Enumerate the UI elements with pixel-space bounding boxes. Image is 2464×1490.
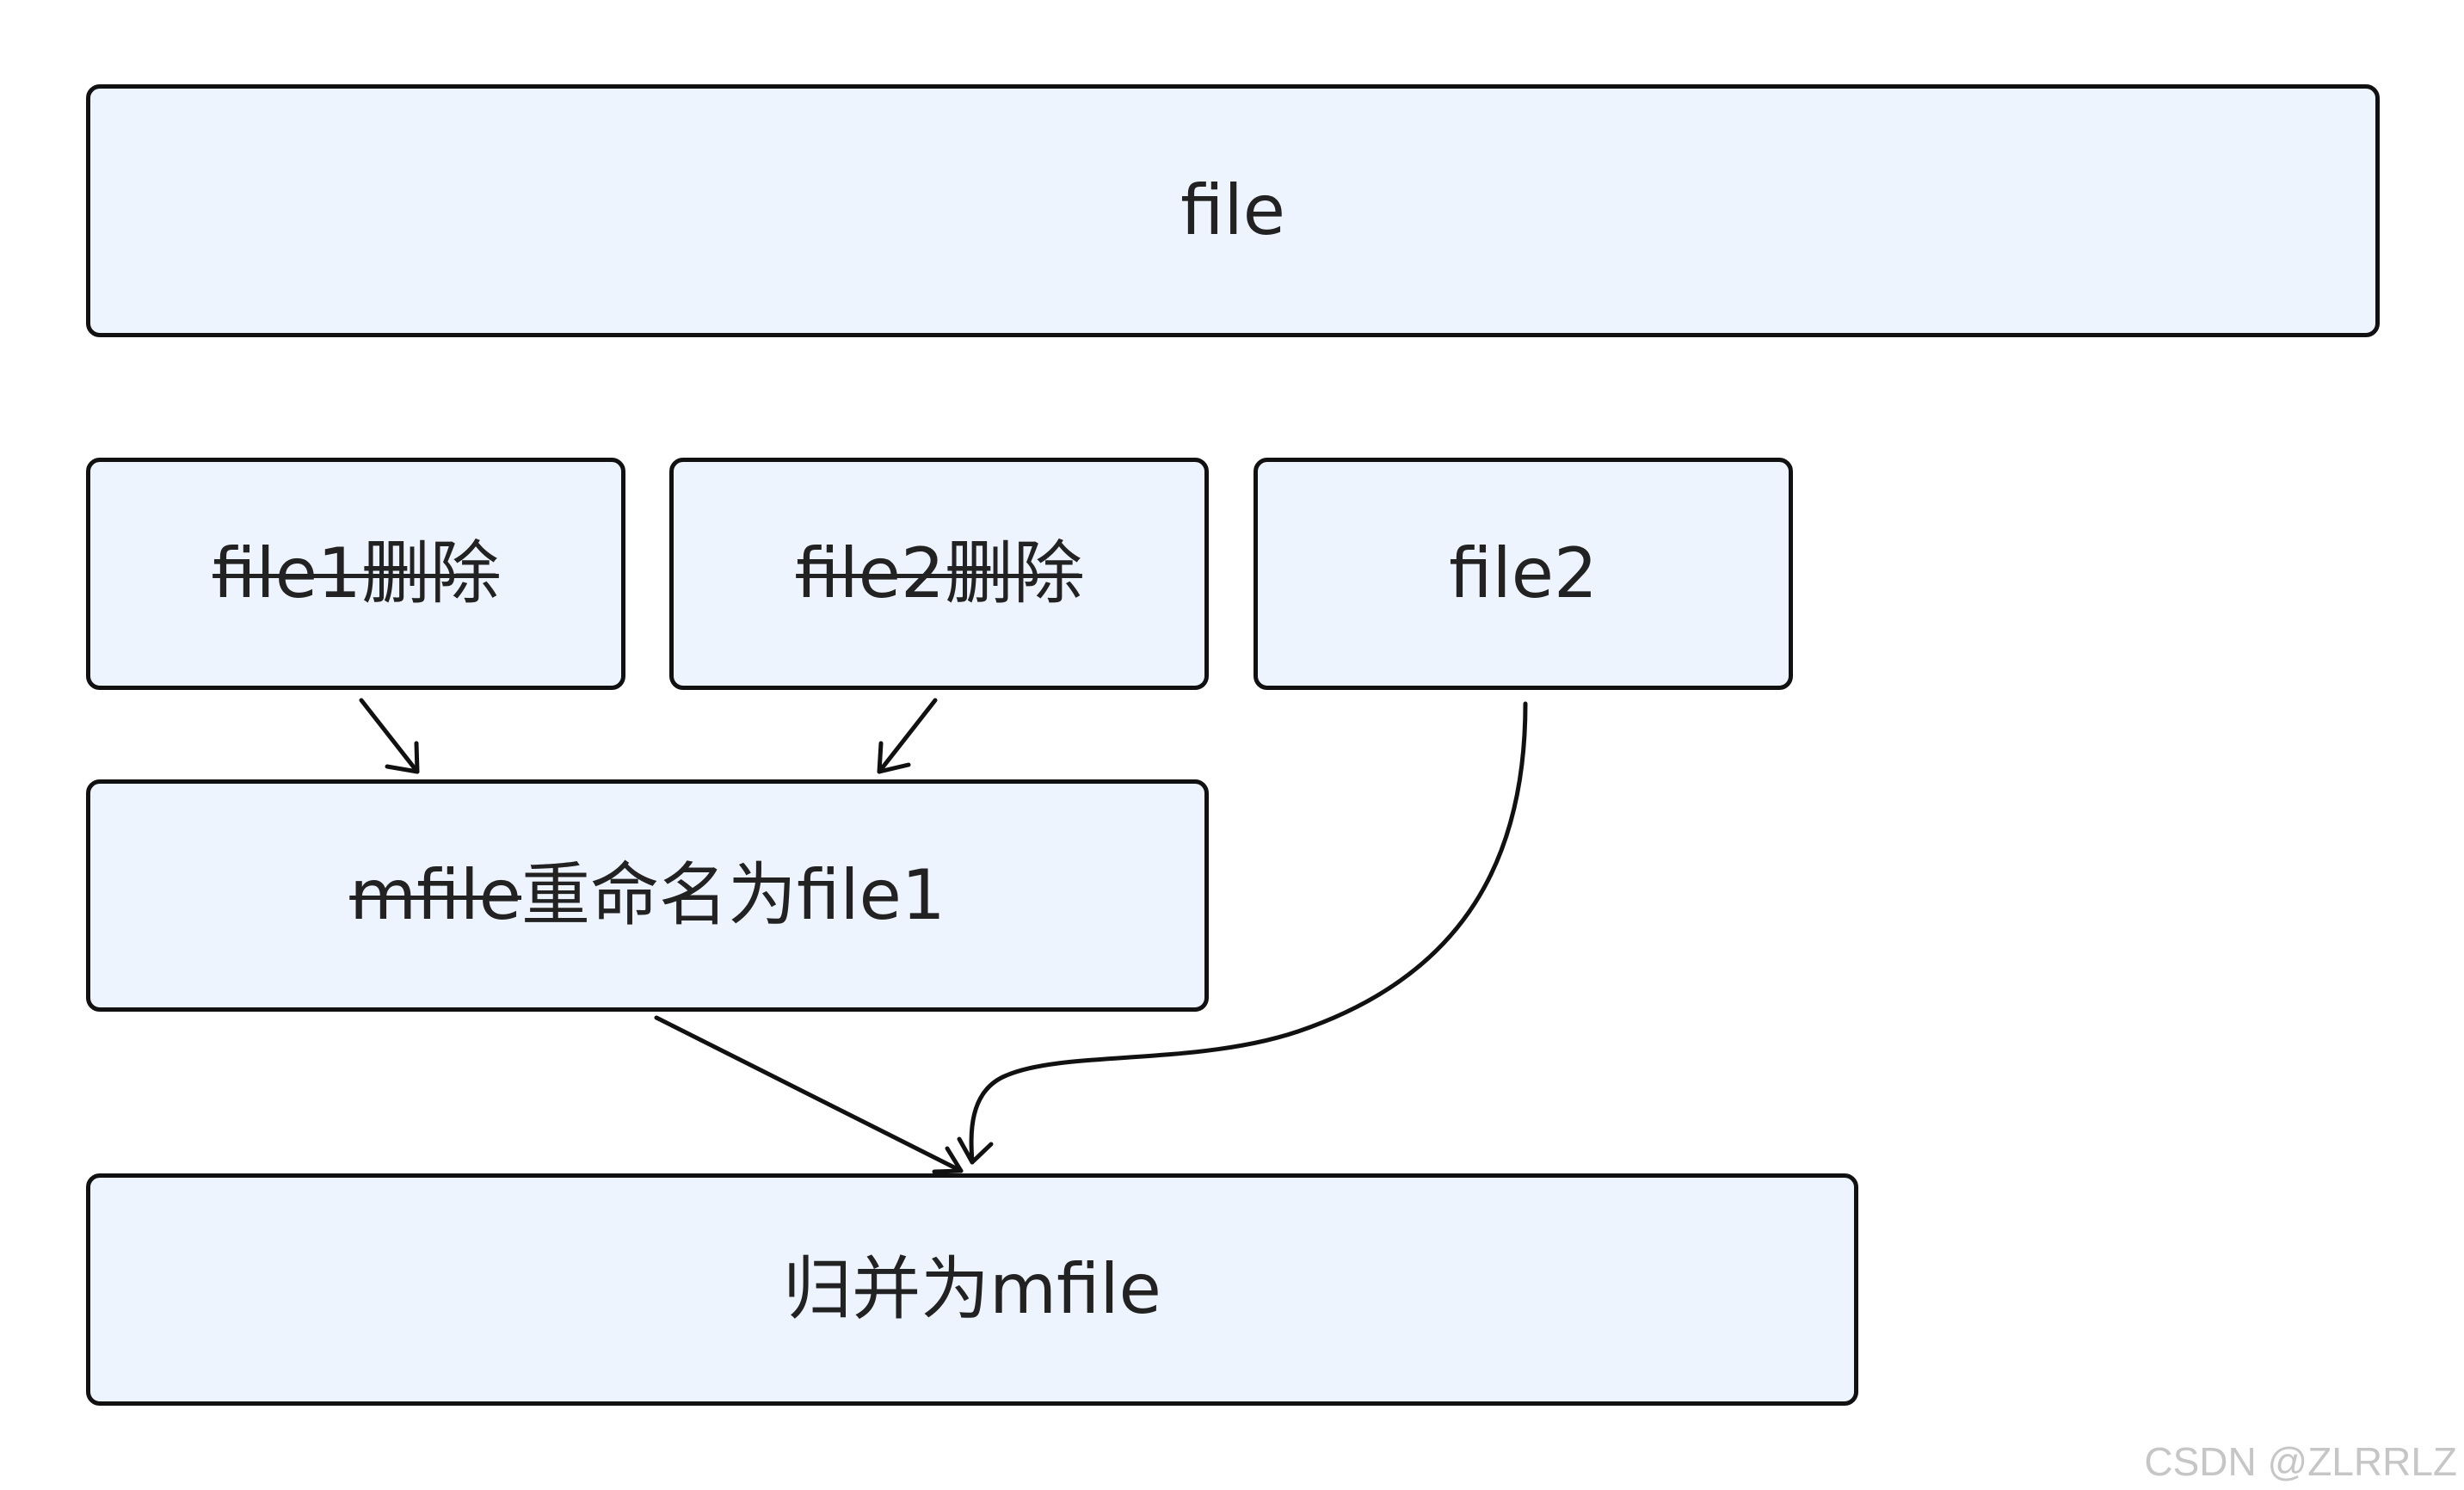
node-file2-label: file2 [1449, 533, 1598, 613]
arrow-rename-to-merge [654, 1015, 964, 1173]
node-file2-delete-label: file2删除 [796, 533, 1082, 613]
node-merge-label: 归并为mfile [783, 1249, 1161, 1329]
node-file-label: file [1180, 170, 1285, 250]
arrow-file1-delete-to-rename [359, 698, 420, 774]
node-file2-delete: file2删除 [669, 458, 1209, 690]
arrowhead-file1-delete-to-rename [385, 741, 420, 774]
node-rename-label: mfile重命名为file1 [349, 861, 946, 930]
node-merge: 归并为mfile [86, 1173, 1858, 1406]
node-file1-delete-label: file1删除 [213, 533, 499, 613]
arrow-file2-delete-to-rename [877, 698, 938, 774]
arrowhead-rename-to-merge [932, 1146, 964, 1174]
arrowhead-file2-delete-to-rename [877, 741, 911, 774]
node-file2: file2 [1254, 458, 1793, 690]
node-file: file [86, 84, 2380, 337]
node-file1-delete: file1删除 [86, 458, 625, 690]
node-rename-struck-part: mfile [349, 855, 522, 935]
watermark: CSDN @ZLRRLZ [2144, 1439, 2457, 1484]
node-rename-rest: 重命名为file1 [521, 855, 946, 935]
node-rename: mfile重命名为file1 [86, 779, 1209, 1012]
arrowhead-file2-to-merge [957, 1136, 994, 1165]
